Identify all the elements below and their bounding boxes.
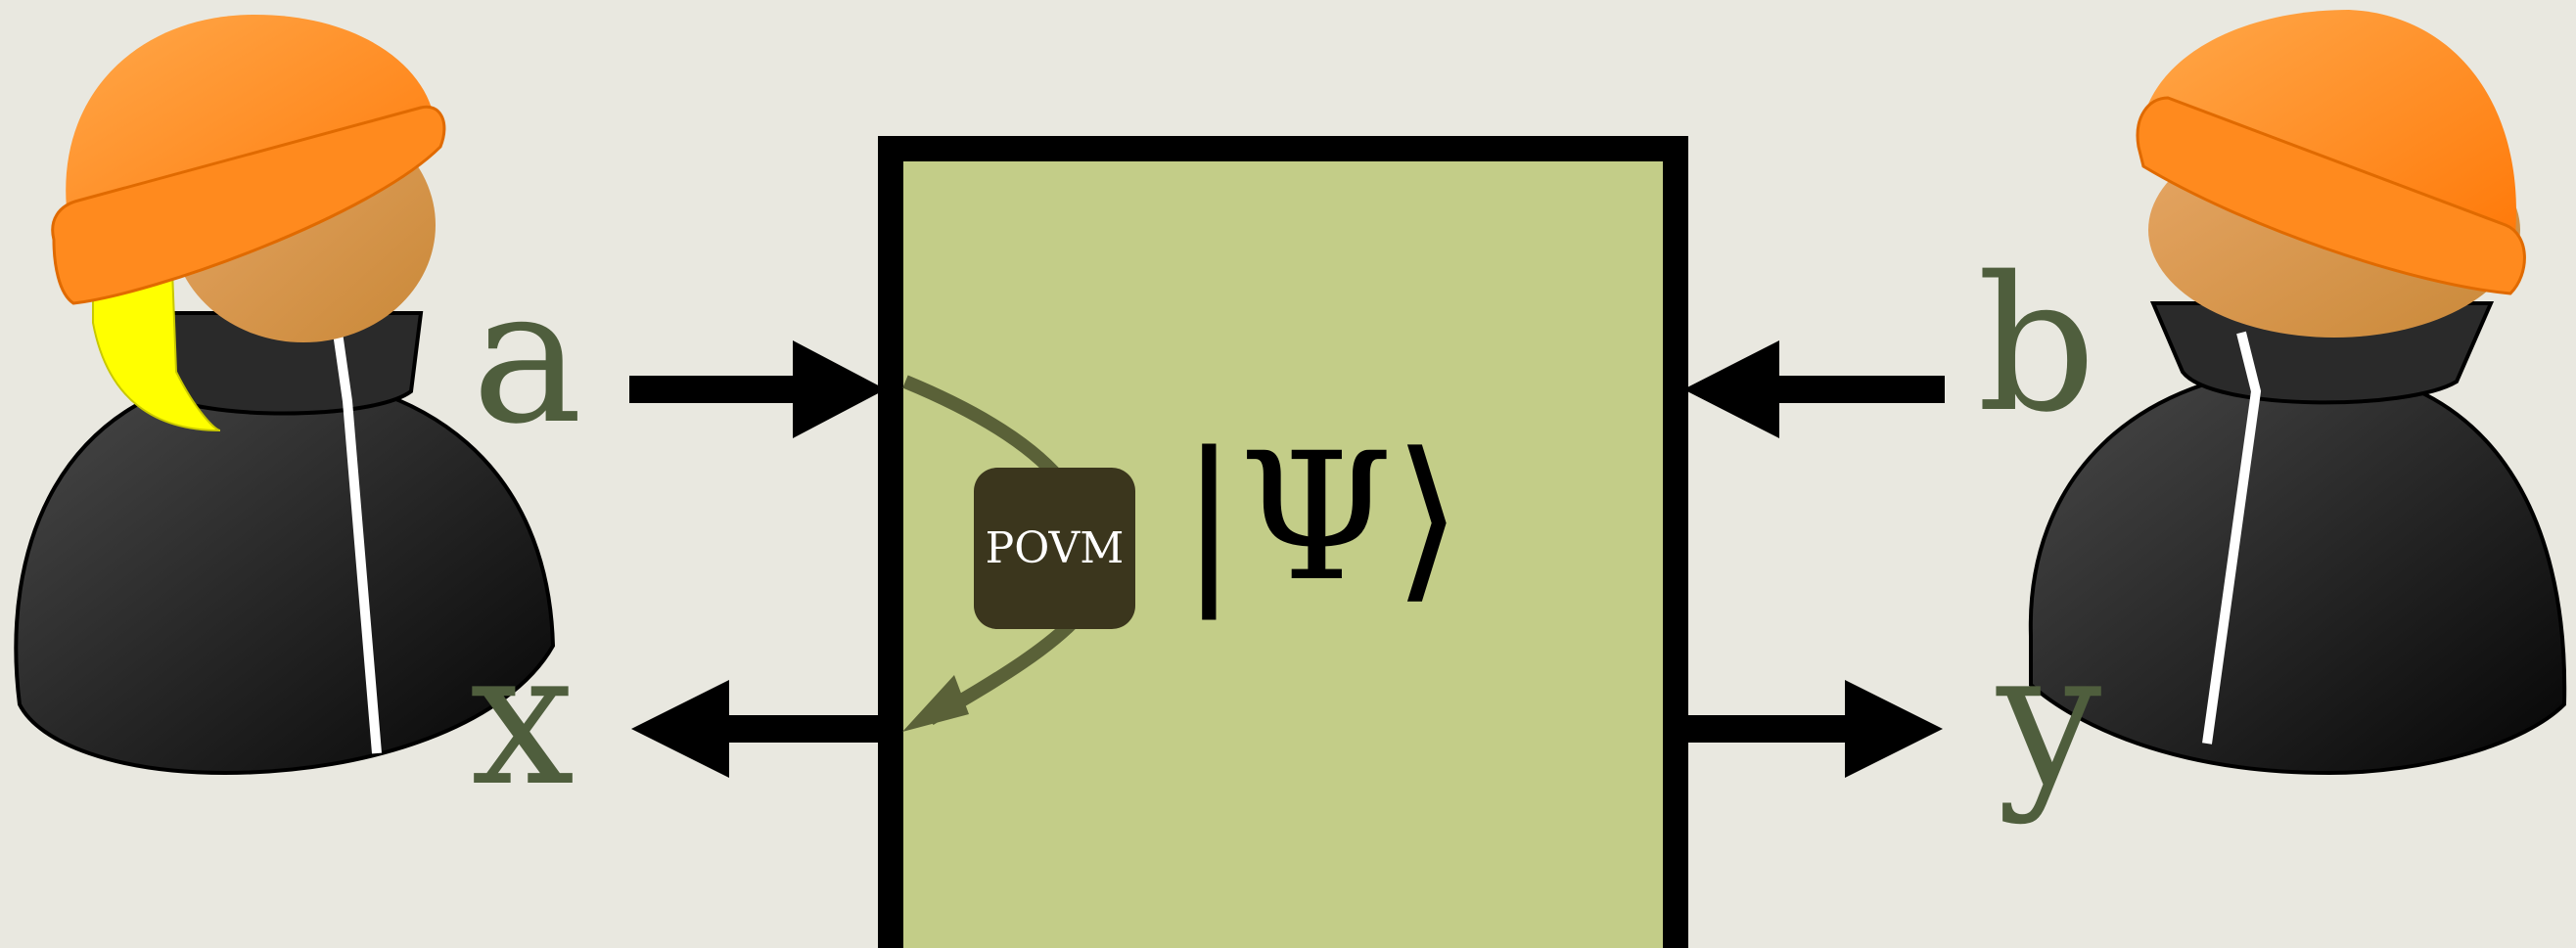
label-y: y (1997, 610, 2102, 827)
left-person-body (14, 369, 556, 776)
left-person-zipper (333, 332, 382, 754)
arrow-a-in (629, 340, 886, 438)
left-person-icon (14, 15, 556, 776)
arrow-b-in (1683, 340, 1945, 438)
arrow-y-out (1683, 680, 1943, 778)
right-person-icon (2028, 10, 2567, 776)
state-label: |Ψ⟩ (1179, 416, 1462, 620)
label-x: x (470, 610, 575, 827)
right-person-hat (2143, 10, 2516, 235)
measurement-box: POVM (974, 468, 1135, 629)
right-person-hat-band (2136, 96, 2526, 295)
label-a: a (472, 248, 583, 465)
right-person-body (2028, 364, 2567, 776)
left-person-hat-band (51, 105, 446, 305)
measurement-label: POVM (985, 523, 1125, 573)
label-b: b (1977, 237, 2096, 453)
right-person-zipper (2202, 331, 2262, 745)
arrow-x-out (631, 680, 884, 778)
